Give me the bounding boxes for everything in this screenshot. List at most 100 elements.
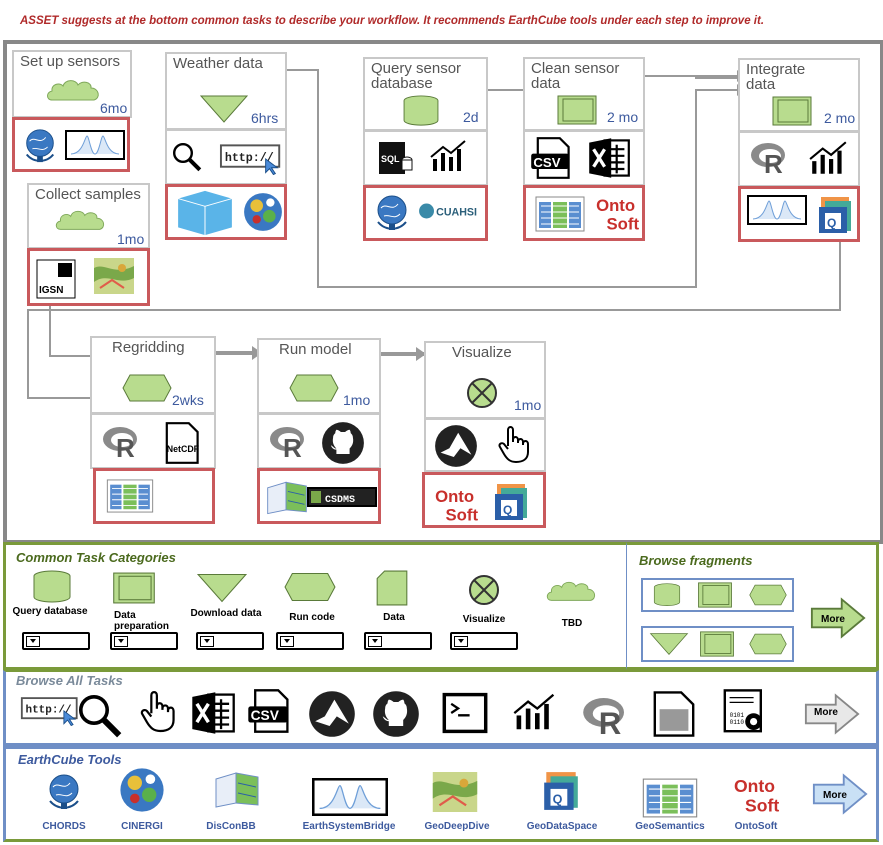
step-weather-data[interactable]: Weather data 6hrs <box>165 52 287 130</box>
fragments-more-button[interactable]: More <box>810 596 866 640</box>
geodataspace-icon[interactable] <box>491 479 531 525</box>
http-icon[interactable] <box>20 694 84 726</box>
excel-icon[interactable] <box>587 136 631 180</box>
cinergi-icon[interactable] <box>118 766 166 814</box>
data-dropdown[interactable] <box>364 632 432 650</box>
run-code-icon <box>289 374 339 402</box>
tool-label[interactable]: EarthSystemBridge <box>302 821 396 832</box>
banner: ASSET suggests at the bottom common task… <box>0 0 883 40</box>
chords-globe-icon[interactable] <box>372 192 412 232</box>
visualize-dropdown[interactable] <box>450 632 518 650</box>
r-logo-icon[interactable] <box>102 423 142 461</box>
cinergi-icon[interactable] <box>242 191 284 233</box>
csdms-icon[interactable] <box>306 487 378 507</box>
chart-icon[interactable] <box>429 138 469 174</box>
chart-icon[interactable] <box>512 692 558 732</box>
matlab-icon[interactable] <box>434 424 478 468</box>
step-regridding[interactable]: Regridding 2wks <box>90 336 216 414</box>
step-clean-sensor-data[interactable]: Clean sensor data 2 mo <box>523 57 645 131</box>
hand-pointer-icon[interactable] <box>138 688 178 734</box>
tool-label[interactable]: GeoSemantics <box>635 821 705 832</box>
geosemantics-icon[interactable] <box>636 778 704 818</box>
query-database-icon[interactable] <box>30 570 74 604</box>
step-set-up-sensors[interactable]: Set up sensors 6mo <box>12 50 132 118</box>
chords-globe-icon[interactable] <box>21 126 59 164</box>
banner-text: ASSET suggests at the bottom common task… <box>20 15 765 27</box>
geodataspace-icon[interactable] <box>815 193 855 237</box>
tool-label[interactable]: CINERGI <box>121 821 163 832</box>
data-preparation-icon[interactable] <box>112 572 156 604</box>
geodataspace-icon[interactable] <box>540 768 582 814</box>
github-icon[interactable] <box>372 690 420 738</box>
chords-globe-icon[interactable] <box>44 770 84 812</box>
geodeepdive-icon[interactable] <box>94 257 134 295</box>
download-data-icon <box>199 94 249 124</box>
earthsystembridge-icon[interactable] <box>310 778 390 816</box>
csv-file-icon[interactable] <box>246 688 292 734</box>
tool-label[interactable]: GeoDeepDive <box>424 821 490 832</box>
matlab-icon[interactable] <box>308 690 356 738</box>
step-title: Regridding <box>112 339 185 356</box>
ontosoft-icon[interactable] <box>594 192 640 234</box>
github-icon[interactable] <box>321 421 365 465</box>
step-collect-samples[interactable]: Collect samples 1mo <box>27 183 150 249</box>
fragment-row-1[interactable] <box>641 578 794 612</box>
tools-weather-data <box>165 184 287 240</box>
chart-icon[interactable] <box>808 139 850 177</box>
step-integrate-data[interactable]: Integrate data 2 mo <box>738 58 860 132</box>
tasks-more-button[interactable]: More <box>804 692 860 736</box>
earthsystembridge-icon[interactable] <box>65 130 125 160</box>
data-icon[interactable] <box>376 570 408 606</box>
igsn-icon[interactable] <box>36 259 76 299</box>
netcdf-file-icon[interactable] <box>158 421 202 465</box>
code-gears-icon[interactable] <box>720 688 768 736</box>
tool-label[interactable]: GeoDataSpace <box>526 821 598 832</box>
ontosoft-icon[interactable] <box>730 772 782 816</box>
tbd-cloud-icon[interactable] <box>544 578 600 606</box>
query-database-icon <box>399 95 443 127</box>
tool-label[interactable]: CHORDS <box>42 821 86 832</box>
hand-pointer-icon[interactable] <box>496 424 532 464</box>
query-database-dropdown[interactable] <box>22 632 90 650</box>
tasks-regridding <box>90 413 216 469</box>
document-form-icon[interactable] <box>650 690 698 738</box>
r-logo-icon[interactable] <box>582 694 630 738</box>
visualize-icon[interactable] <box>468 574 500 606</box>
search-icon[interactable] <box>76 692 124 740</box>
step-run-model[interactable]: Run model 1mo <box>257 338 381 414</box>
terminal-icon[interactable] <box>442 690 488 736</box>
search-icon[interactable] <box>171 141 203 173</box>
disconbb-icon[interactable] <box>264 477 310 517</box>
geosemantics-icon[interactable] <box>534 196 586 232</box>
r-logo-icon[interactable] <box>269 423 309 461</box>
run-code-dropdown[interactable] <box>276 632 344 650</box>
query-database-icon <box>649 583 685 607</box>
category-label: TBD <box>561 618 583 629</box>
ontosoft-icon[interactable] <box>433 483 479 525</box>
step-visualize[interactable]: Visualize 1mo <box>424 341 546 419</box>
tool-label[interactable]: DisConBB <box>206 821 256 832</box>
chevron-down-icon <box>280 636 294 647</box>
connector-weather-integrate <box>287 69 737 288</box>
sql-file-icon[interactable] <box>375 138 415 178</box>
step-query-sensor-database[interactable]: Query sensor database 2d <box>363 57 488 131</box>
geodeepdive-icon[interactable] <box>432 772 478 812</box>
download-data-dropdown[interactable] <box>196 632 264 650</box>
http-icon[interactable] <box>219 141 287 175</box>
excel-icon[interactable] <box>190 690 236 736</box>
earthsystembridge-icon[interactable] <box>747 195 807 225</box>
download-data-icon[interactable] <box>196 572 248 604</box>
step-title: Collect samples <box>35 186 141 203</box>
cuahsi-icon[interactable] <box>418 200 482 222</box>
step-duration: 2 mo <box>824 110 856 126</box>
run-code-icon[interactable] <box>284 572 336 602</box>
tools-more-button[interactable]: More <box>812 772 868 816</box>
r-logo-icon[interactable] <box>750 139 790 177</box>
fragment-row-2[interactable] <box>641 626 794 662</box>
tool-label[interactable]: OntoSoft <box>734 821 778 832</box>
disconbb-icon[interactable] <box>212 768 262 810</box>
geosemantics-icon[interactable] <box>104 479 156 513</box>
csv-file-icon[interactable] <box>529 136 573 180</box>
data-preparation-dropdown[interactable] <box>110 632 178 650</box>
council-of-data-facilities-icon[interactable] <box>174 189 236 237</box>
